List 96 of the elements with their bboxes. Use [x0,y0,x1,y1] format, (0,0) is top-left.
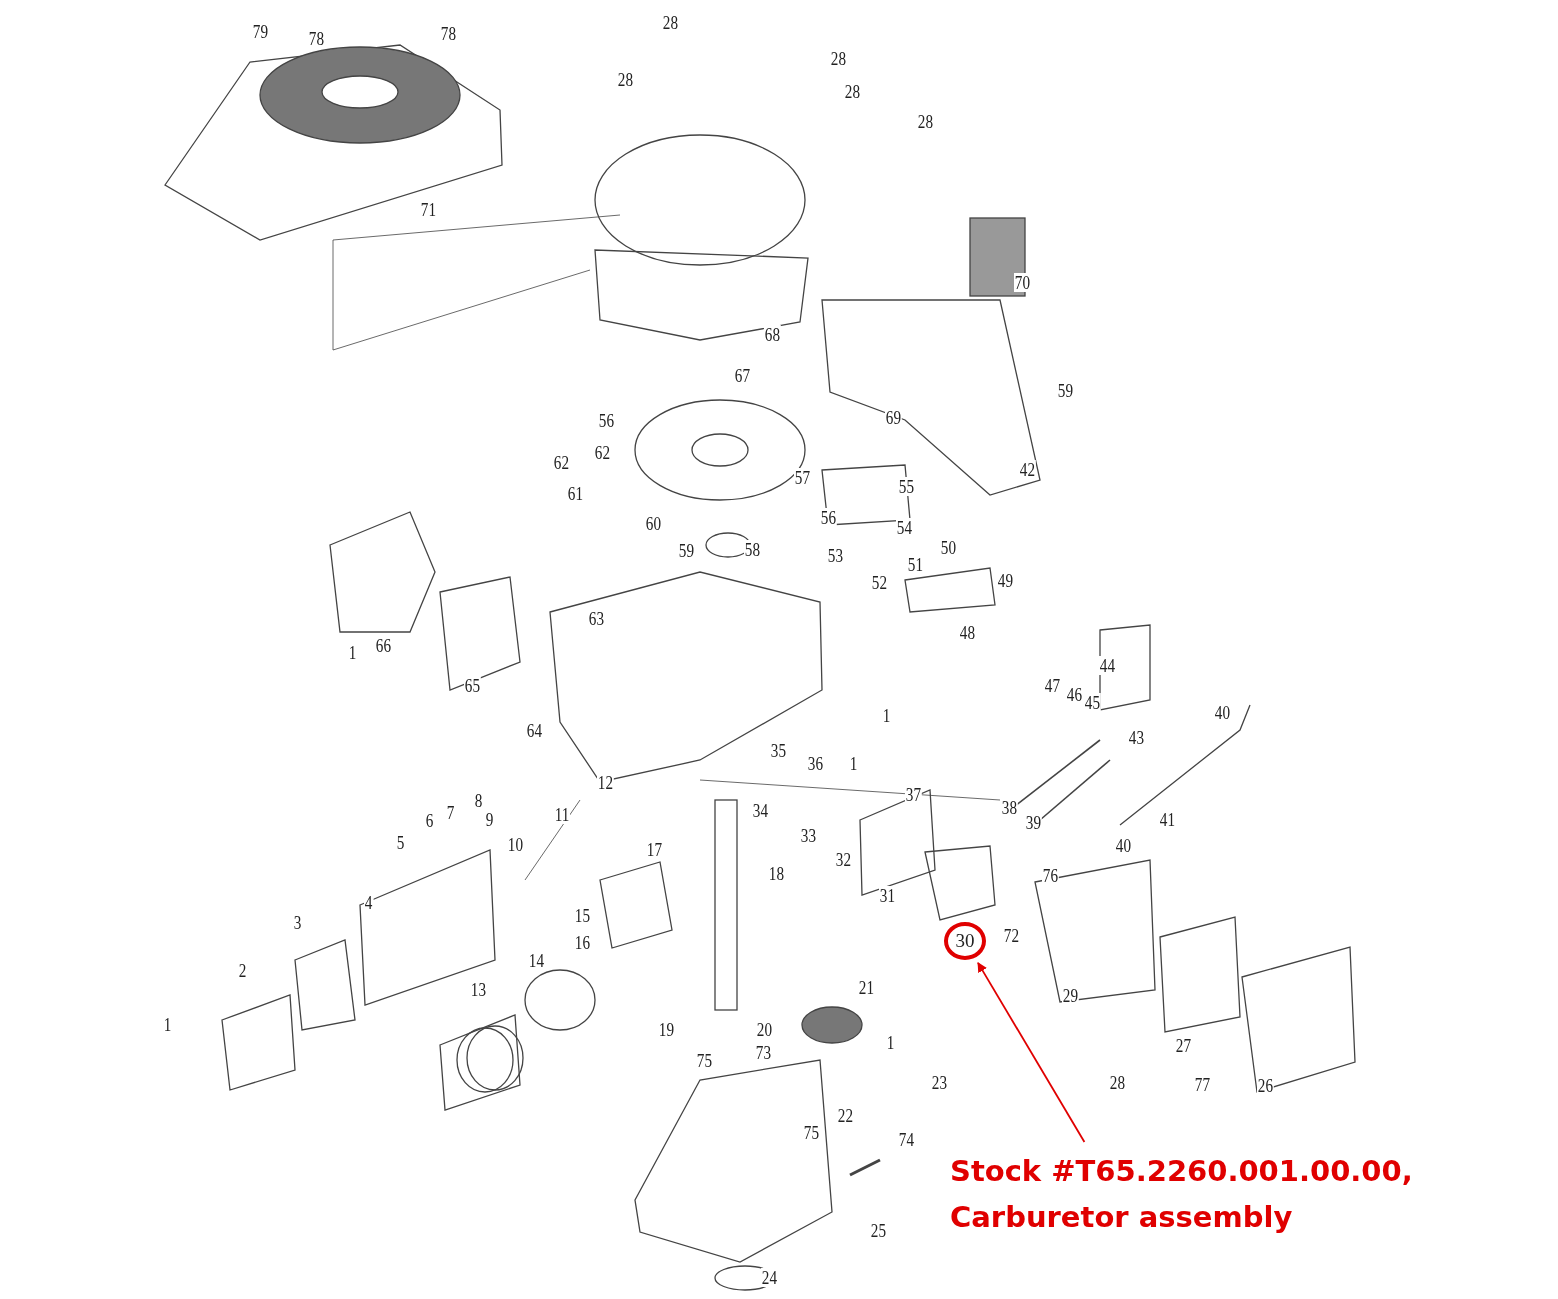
callout-number: 28 [917,112,934,131]
callout-number: 12 [597,773,614,792]
callout-number: 28 [662,13,679,32]
callout-number: 32 [835,850,852,869]
callout-number: 59 [678,541,695,560]
callout-number: 44 [1099,656,1116,675]
callout-number: 34 [752,801,769,820]
callout-number: 14 [528,951,545,970]
callout-number: 47 [1044,676,1061,695]
callout-number: 8 [474,791,484,810]
callout-number: 69 [885,408,902,427]
callout-number: 19 [658,1020,675,1039]
callout-number: 7 [446,803,456,822]
callout-number: 56 [598,411,615,430]
callout-number: 11 [554,805,571,824]
callout-number: 18 [768,864,785,883]
callout-number: 28 [844,82,861,101]
callout-number: 9 [485,810,495,829]
callout-number: 60 [645,514,662,533]
callout-number: 74 [898,1130,915,1149]
callout-number: 26 [1257,1076,1274,1095]
callout-number: 52 [871,573,888,592]
callout-number: 33 [800,826,817,845]
callout-number: 51 [907,555,924,574]
callout-number: 27 [1175,1036,1192,1055]
callout-number: 61 [567,484,584,503]
callout-number: 55 [898,477,915,496]
callout-number: 72 [1003,926,1020,945]
callout-number: 46 [1066,685,1083,704]
callout-number: 40 [1115,836,1132,855]
callout-number: 65 [464,676,481,695]
callout-number: 62 [594,443,611,462]
callout-number: 23 [931,1073,948,1092]
callout-number: 68 [764,325,781,344]
annotation-text: Stock #T65.2260.001.00.00, Carburetor assembly [950,1148,1430,1241]
callout-number: 5 [396,833,406,852]
callout-number: 79 [252,22,269,41]
callout-number: 17 [646,840,663,859]
callout-number: 3 [293,913,303,932]
callout-number: 37 [905,785,922,804]
callout-number: 75 [696,1051,713,1070]
callout-number: 77 [1194,1075,1211,1094]
callout-number: 45 [1084,693,1101,712]
callout-number: 62 [553,453,570,472]
callout-number: 1 [348,643,358,662]
callout-number: 53 [827,546,844,565]
callout-number: 1 [882,706,892,725]
callout-number: 25 [870,1221,887,1240]
callout-number: 28 [617,70,634,89]
callout-number: 54 [896,518,913,537]
callout-number: 56 [820,508,837,527]
callout-number: 40 [1214,703,1231,722]
callout-number: 1 [849,754,859,773]
callout-number: 1 [163,1015,173,1034]
callout-number: 67 [734,366,751,385]
callout-number: 39 [1025,813,1042,832]
callout-number: 78 [440,24,457,43]
callout-number: 63 [588,609,605,628]
callout-number: 58 [744,540,761,559]
callout-number: 75 [803,1123,820,1142]
callout-number: 73 [755,1043,772,1062]
callout-number: 59 [1057,381,1074,400]
callout-number: 6 [425,811,435,830]
circled-callout-number: 30 [944,922,986,960]
callout-number: 76 [1042,866,1059,885]
callout-number: 50 [940,538,957,557]
callout-number: 31 [879,886,896,905]
callout-number: 22 [837,1106,854,1125]
callout-number: 48 [959,623,976,642]
callout-number: 15 [574,906,591,925]
callout-number: 2 [238,961,248,980]
callout-number: 41 [1159,810,1176,829]
callout-number: 21 [858,978,875,997]
callout-number: 20 [756,1020,773,1039]
callout-number: 36 [807,754,824,773]
callout-number: 43 [1128,728,1145,747]
callout-number: 42 [1019,460,1036,479]
callout-number: 29 [1062,986,1079,1005]
callout-number: 1 [886,1033,896,1052]
callout-number: 64 [526,721,543,740]
callout-number: 49 [997,571,1014,590]
callout-number: 13 [470,980,487,999]
callout-number: 10 [507,835,524,854]
callout-number: 28 [830,49,847,68]
callout-number: 70 [1014,273,1031,292]
callout-number: 71 [420,200,437,219]
callout-number: 57 [794,468,811,487]
callout-number: 24 [761,1268,778,1287]
callout-number: 78 [308,29,325,48]
callout-number: 35 [770,741,787,760]
callout-number: 16 [574,933,591,952]
callout-number: 66 [375,636,392,655]
callout-number: 4 [364,893,374,912]
callout-number: 28 [1109,1073,1126,1092]
arrow [977,962,1086,1143]
callout-number: 38 [1001,798,1018,817]
